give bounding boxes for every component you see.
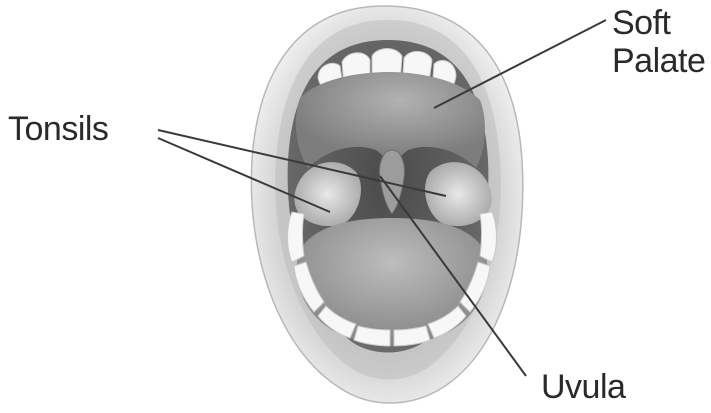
soft-palate-label: Soft Palate: [612, 4, 705, 80]
soft-palate-label-line1: Soft: [612, 4, 705, 42]
tonsils-label: Tonsils: [8, 110, 108, 148]
soft-palate-label-line2: Palate: [612, 42, 705, 80]
uvula-label: Uvula: [541, 368, 625, 406]
